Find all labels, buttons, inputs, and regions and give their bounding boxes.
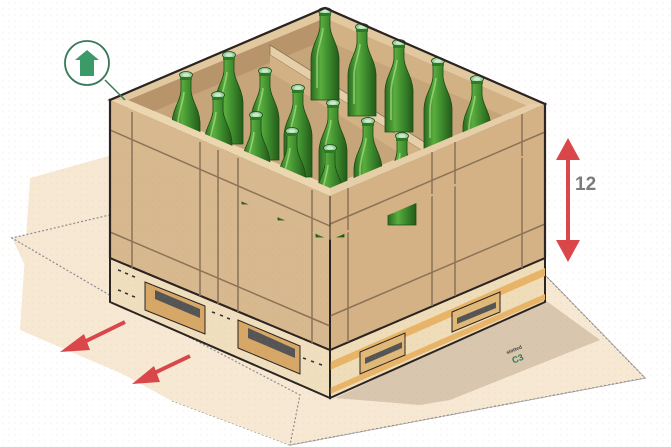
- left-arrow-1: [60, 320, 126, 352]
- height-dimension-label: 12: [575, 174, 597, 195]
- crate-front-rim: [108, 6, 547, 258]
- direction-arrows: [60, 320, 191, 384]
- this-side-up-badge: [64, 40, 126, 101]
- this-side-up-arrow-icon: [75, 50, 99, 76]
- left-arrow-2: [132, 354, 191, 384]
- height-dimension-arrow: [556, 138, 580, 262]
